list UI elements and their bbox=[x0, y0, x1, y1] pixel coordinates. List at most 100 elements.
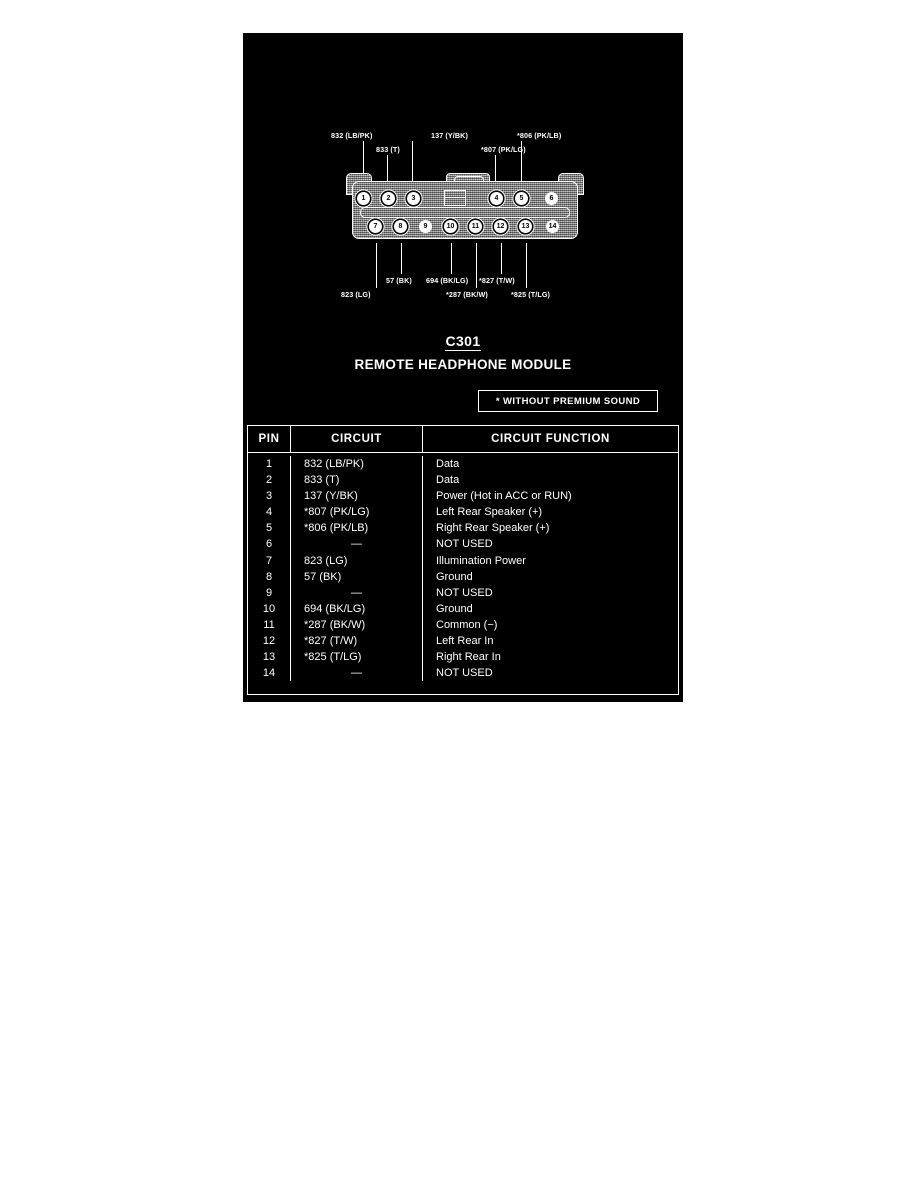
table-row: 6 — NOT USED bbox=[248, 536, 678, 553]
cell-pin: 6 bbox=[265, 538, 273, 551]
header-pin: PIN bbox=[258, 433, 280, 445]
diagram-panel: 832 (LB/PK) 833 (T) 137 (Y/BK) *807 (PK/… bbox=[241, 31, 685, 704]
connector-diagram: 832 (LB/PK) 833 (T) 137 (Y/BK) *807 (PK/… bbox=[243, 33, 683, 423]
callout-label-137: 137 (Y/BK) bbox=[431, 131, 468, 140]
table-row: 13 *825 (T/LG) Right Rear In bbox=[248, 649, 678, 666]
pin-marker-8[interactable]: 8 bbox=[394, 220, 407, 233]
cell-circuit: *825 (T/LG) bbox=[290, 649, 423, 666]
cell-function: Ground bbox=[436, 602, 473, 615]
pin-marker-2[interactable]: 2 bbox=[382, 192, 395, 205]
leader-line-694 bbox=[451, 243, 452, 274]
cell-function: Data bbox=[436, 474, 460, 487]
pin-marker-7[interactable]: 7 bbox=[369, 220, 382, 233]
leader-line-825 bbox=[526, 243, 527, 288]
table-row: 3 137 (Y/BK) Power (Hot in ACC or RUN) bbox=[248, 488, 678, 505]
table-row: 9—NOT USED bbox=[248, 584, 678, 601]
cell-circuit: *807 (PK/LG) bbox=[290, 504, 423, 521]
leader-line-807 bbox=[495, 155, 496, 189]
cell-function: Right Rear Speaker (+) bbox=[436, 522, 550, 535]
cell-circuit: 137 (Y/BK) bbox=[290, 488, 423, 505]
leader-line-57 bbox=[401, 243, 402, 274]
callout-label-833: 833 (T) bbox=[376, 145, 400, 154]
pin-marker-12[interactable]: 12 bbox=[494, 220, 507, 233]
callout-label-807: *807 (PK/LG) bbox=[481, 145, 526, 154]
leader-line-806 bbox=[521, 141, 522, 189]
callout-label-823: 823 (LG) bbox=[341, 290, 371, 299]
leader-line-827 bbox=[501, 243, 502, 274]
cell-circuit: 833 (T) bbox=[290, 472, 423, 489]
table-row: 2 833 (T) Data bbox=[248, 472, 678, 489]
pin-marker-5[interactable]: 5 bbox=[515, 192, 528, 205]
cell-pin: 3 bbox=[265, 490, 273, 503]
table-row: 8 57 (BK) Ground bbox=[248, 568, 678, 585]
pin-marker-4[interactable]: 4 bbox=[490, 192, 503, 205]
callout-label-287: *287 (BK/W) bbox=[446, 290, 488, 299]
callout-label-57: 57 (BK) bbox=[386, 276, 412, 285]
cell-function: Right Rear In bbox=[436, 651, 501, 664]
cell-pin: 7 bbox=[265, 554, 273, 567]
cell-pin: 8 bbox=[265, 570, 273, 583]
table-header-row: PIN CIRCUIT CIRCUIT FUNCTION bbox=[248, 426, 678, 453]
cell-function: NOT USED bbox=[436, 538, 493, 551]
callout-label-694: 694 (BK/LG) bbox=[426, 276, 469, 285]
cell-function: Left Rear Speaker (+) bbox=[436, 506, 543, 519]
cell-function: NOT USED bbox=[436, 667, 493, 680]
cell-pin: 13 bbox=[262, 651, 276, 664]
pin-marker-1[interactable]: 1 bbox=[357, 192, 370, 205]
cell-function: Left Rear In bbox=[436, 635, 494, 648]
cell-pin: 4 bbox=[265, 506, 273, 519]
pin-marker-10[interactable]: 10 bbox=[444, 220, 457, 233]
cell-circuit: 57 (BK) bbox=[290, 568, 423, 585]
cell-pin: 14 bbox=[262, 667, 276, 680]
cell-pin: 2 bbox=[265, 474, 273, 487]
pin-marker-3[interactable]: 3 bbox=[407, 192, 420, 205]
connector-keyway-icon bbox=[444, 190, 466, 206]
cell-circuit: 694 (BK/LG) bbox=[290, 600, 423, 617]
callout-label-806: *806 (PK/LB) bbox=[517, 131, 562, 140]
pin-marker-11[interactable]: 11 bbox=[469, 220, 482, 233]
pin-marker-13[interactable]: 13 bbox=[519, 220, 532, 233]
table-row: 12 *827 (T/W) Left Rear In bbox=[248, 633, 678, 650]
cell-pin: 10 bbox=[262, 602, 276, 615]
cell-function: Power (Hot in ACC or RUN) bbox=[436, 490, 572, 503]
cell-circuit: 832 (LB/PK) bbox=[290, 456, 423, 473]
legend-note-box: * WITHOUT PREMIUM SOUND bbox=[478, 390, 658, 412]
cell-pin: 9 bbox=[265, 586, 273, 599]
leader-line-833 bbox=[387, 155, 388, 189]
cell-function: Illumination Power bbox=[436, 554, 526, 567]
cell-function: Common (−) bbox=[436, 618, 498, 631]
cell-circuit: 823 (LG) bbox=[290, 552, 423, 569]
cell-circuit: *287 (BK/W) bbox=[290, 616, 423, 634]
header-function: CIRCUIT FUNCTION bbox=[491, 433, 610, 445]
cell-circuit: — bbox=[290, 536, 423, 553]
table-row: 11 *287 (BK/W) Common (−) bbox=[248, 616, 678, 634]
cell-pin: 11 bbox=[263, 618, 275, 631]
cell-circuit: — bbox=[290, 665, 423, 682]
cell-function: Data bbox=[436, 458, 460, 470]
callout-label-827: *827 (T/W) bbox=[479, 276, 515, 285]
cell-circuit: *827 (T/W) bbox=[290, 633, 423, 650]
table-row: 14 — NOT USED bbox=[248, 665, 678, 682]
leader-line-832 bbox=[363, 141, 364, 189]
pin-marker-9[interactable]: 9 bbox=[419, 220, 432, 233]
table-row: 5 *806 (PK/LB) Right Rear Speaker (+) bbox=[248, 520, 678, 537]
leader-line-287 bbox=[476, 243, 477, 288]
cell-circuit: *806 (PK/LB) bbox=[290, 520, 423, 537]
table-row: 10 694 (BK/LG) Ground bbox=[248, 600, 678, 617]
cell-pin: 5 bbox=[265, 522, 273, 535]
cell-pin: 12 bbox=[262, 635, 276, 648]
table-row: 7 823 (LG) Illumination Power bbox=[248, 552, 678, 569]
pin-marker-14[interactable]: 14 bbox=[546, 220, 559, 233]
connector-code: C301 bbox=[445, 333, 481, 351]
cell-function: Ground bbox=[436, 570, 473, 583]
pin-marker-6[interactable]: 6 bbox=[545, 192, 558, 205]
callout-label-825: *825 (T/LG) bbox=[511, 290, 551, 299]
leader-line-823 bbox=[376, 243, 377, 288]
callout-label-832: 832 (LB/PK) bbox=[331, 131, 373, 140]
module-name: REMOTE HEADPHONE MODULE bbox=[354, 357, 572, 372]
table-row: 4 *807 (PK/LG) Left Rear Speaker (+) bbox=[248, 504, 678, 521]
cell-circuit: — bbox=[290, 584, 423, 601]
